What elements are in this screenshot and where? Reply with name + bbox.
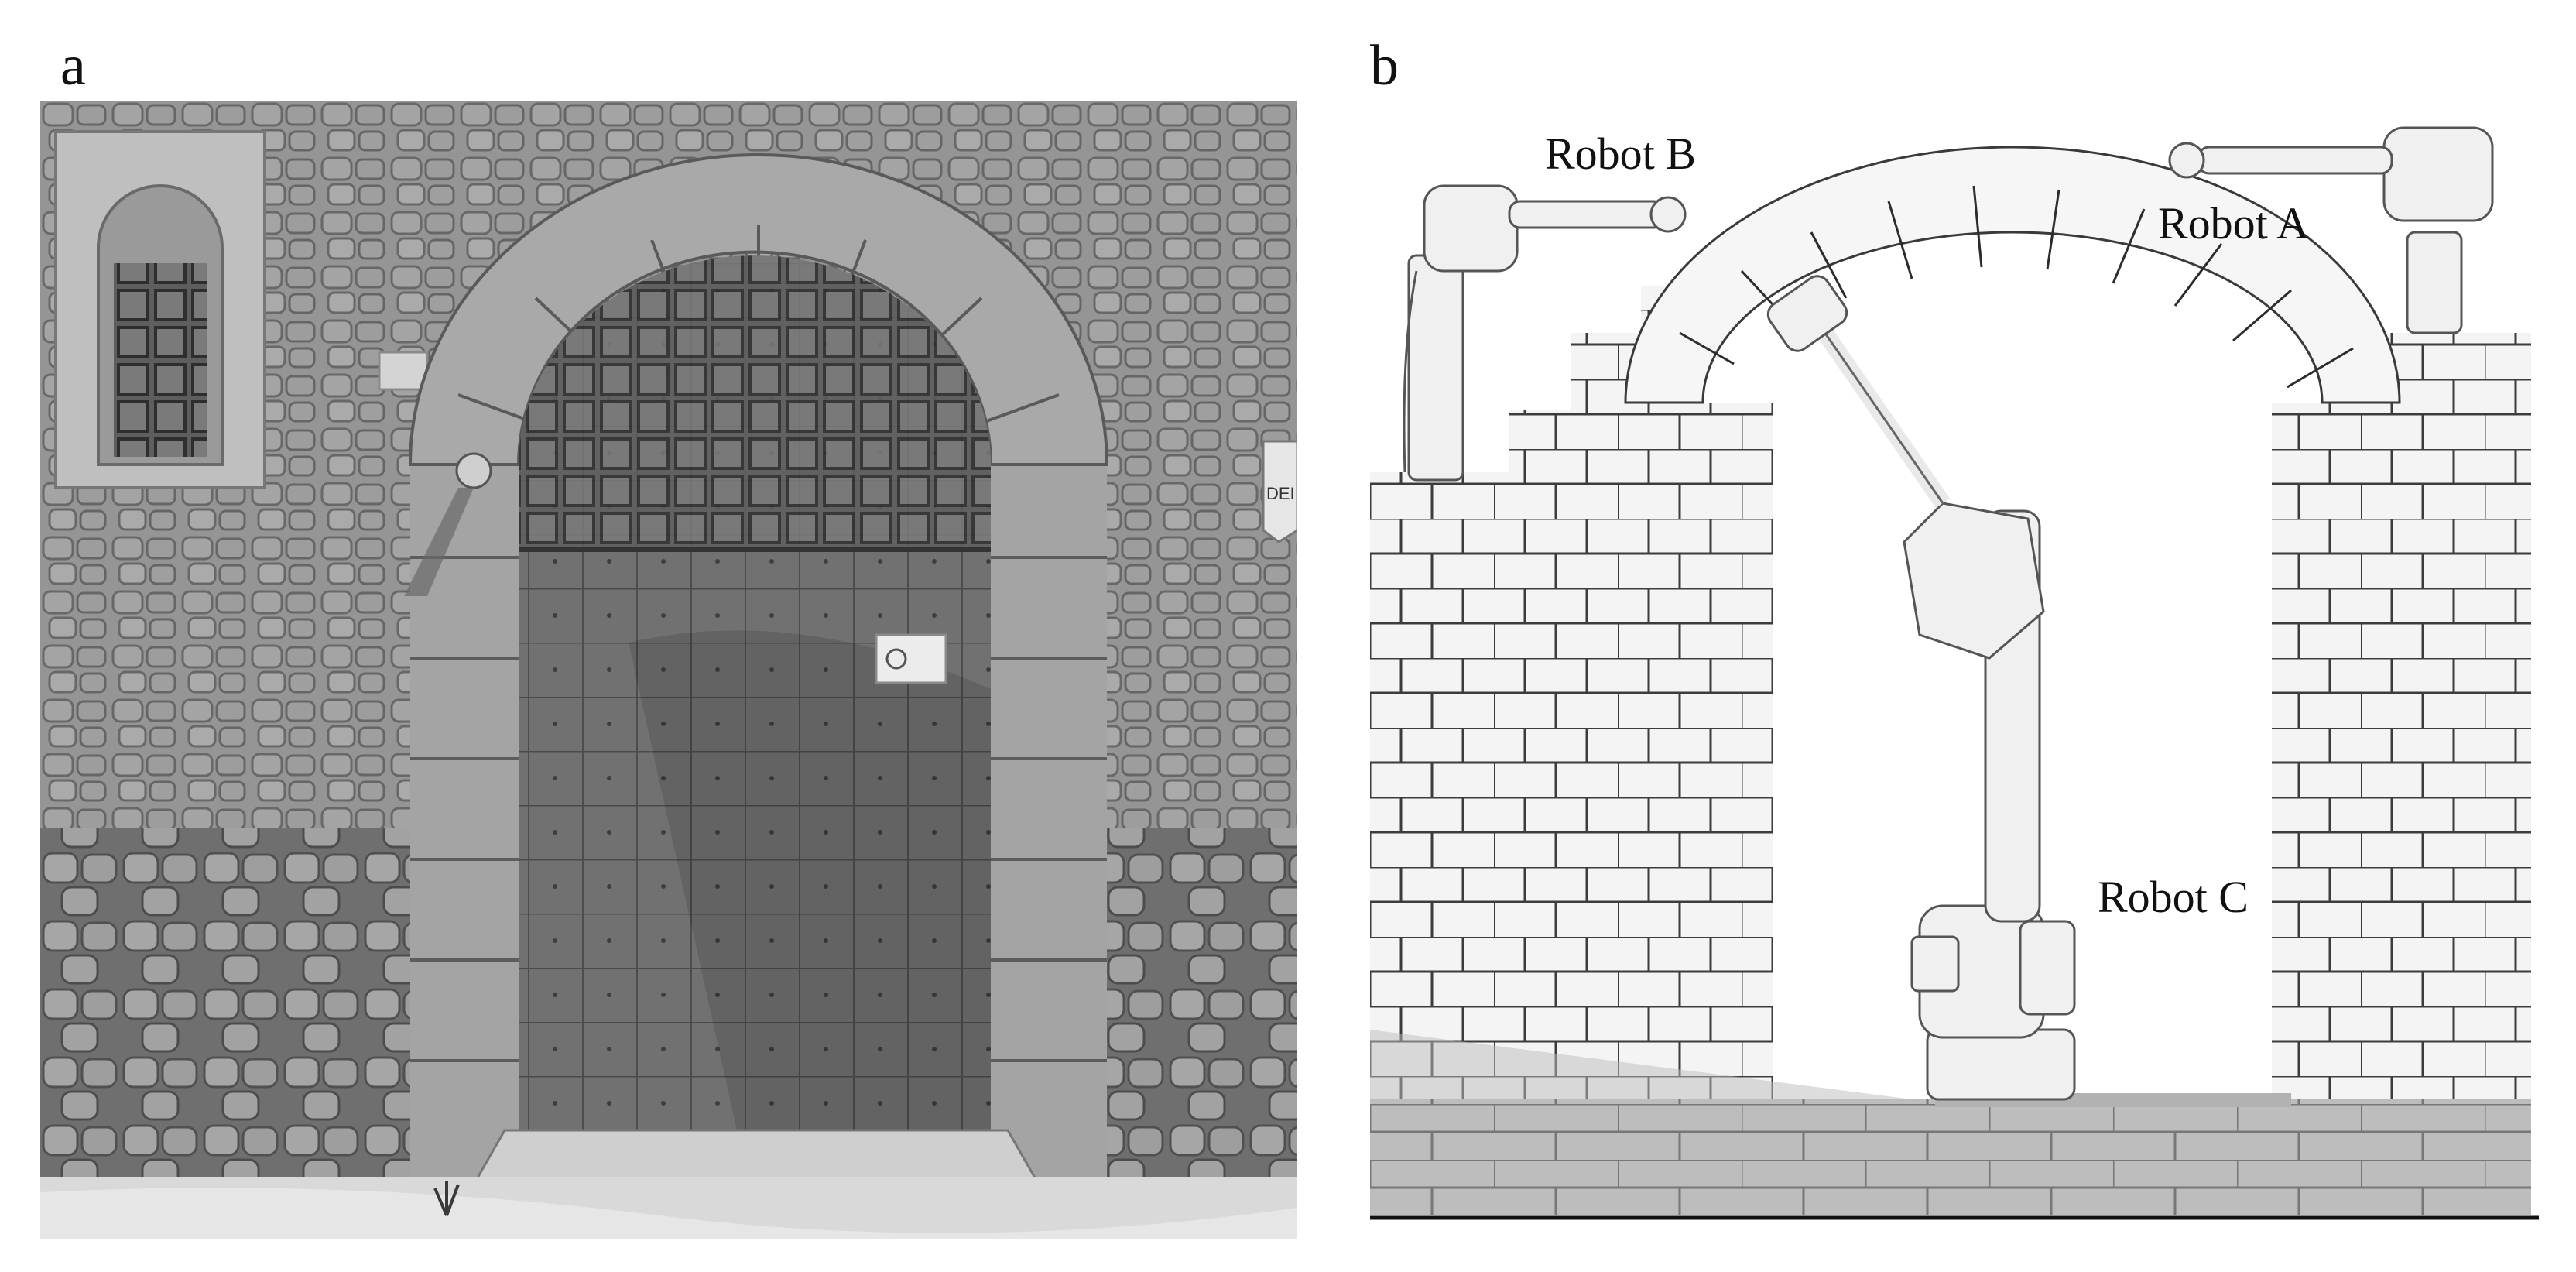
robot-a-label: Robot A <box>2158 198 2309 249</box>
robot-b-label: Robot B <box>1545 129 1696 179</box>
wall-sign: DEI <box>1262 440 1297 543</box>
panel-a-letter: a <box>60 34 86 98</box>
wall-sign-text: DEI <box>1266 484 1295 503</box>
panel-a-photo: DEI <box>40 101 1297 1239</box>
robot-c <box>1766 275 2076 1101</box>
robot-a <box>2168 126 2494 334</box>
panel-b-render <box>1370 126 2539 1220</box>
robot-b <box>1403 184 1687 482</box>
robot-c-label: Robot C <box>2098 872 2249 922</box>
panel-b-letter: b <box>1370 34 1399 98</box>
